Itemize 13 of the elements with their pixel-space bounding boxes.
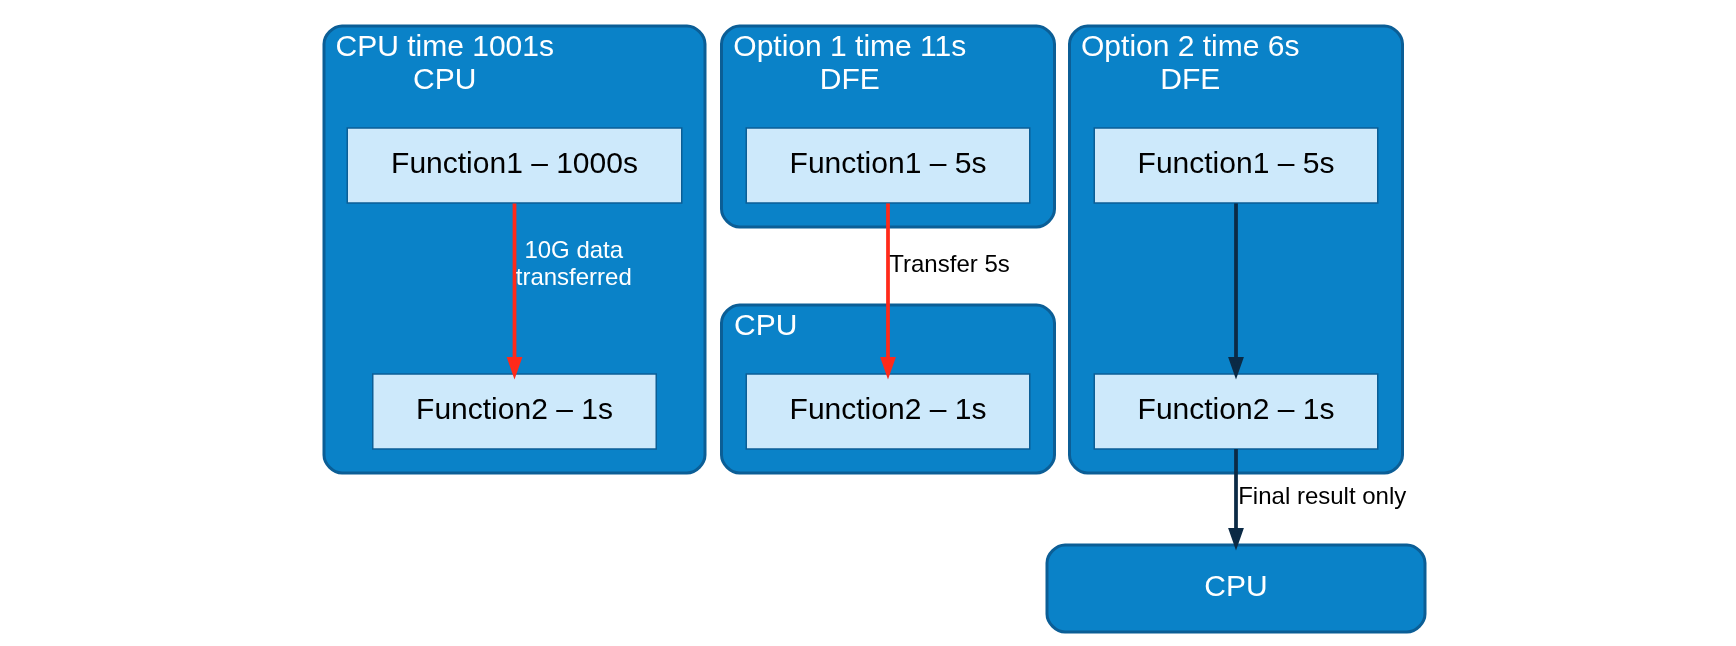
arrow	[506, 203, 522, 380]
node-box: Function2 – 1s	[745, 373, 1030, 450]
node-box: Function2 – 1s	[1093, 373, 1378, 450]
arrow	[1227, 203, 1244, 380]
arrow	[1227, 449, 1244, 551]
node-box: Function1 – 5s	[745, 127, 1030, 204]
edge-label: 10G data transferred	[515, 236, 632, 291]
node-box: Function2 – 1s	[371, 373, 657, 450]
arrow	[879, 203, 896, 380]
node-box: Function1 – 1000s	[346, 127, 682, 204]
node-box: CPU	[1045, 543, 1426, 634]
node-box: Function1 – 5s	[1093, 127, 1378, 204]
edge-label: Final result only	[1237, 482, 1406, 510]
